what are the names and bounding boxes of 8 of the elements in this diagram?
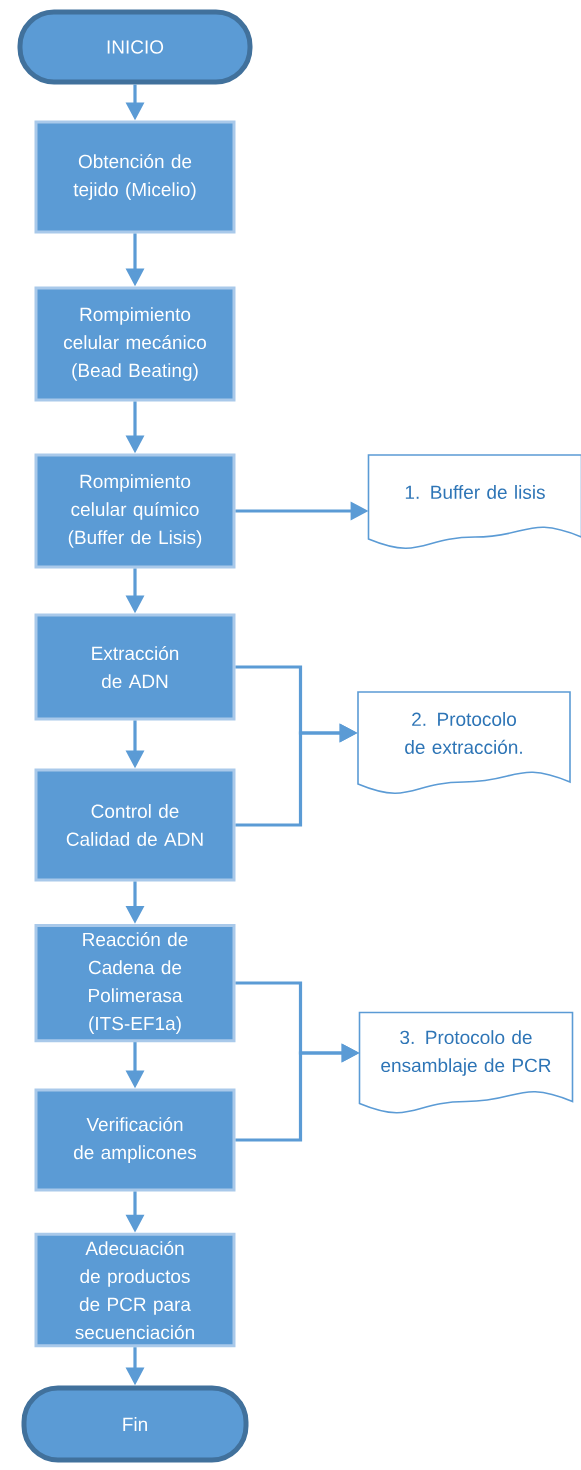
process-box: Verificación de amplicones — [34, 1088, 236, 1192]
process-box: Extracción de ADN — [34, 613, 236, 721]
process-box: Obtención de tejido (Micelio) — [34, 120, 236, 234]
process-box: Control de Calidad de ADN — [34, 768, 236, 882]
process-box: Rompimiento celular mecánico (Bead Beating) — [34, 286, 236, 402]
process-box: Reacción de Cadena de Polimerasa (ITS-EF1a) — [34, 923, 236, 1043]
process-box: Adecuación de productos de PCR para secuenciación — [34, 1232, 236, 1348]
process-box: Rompimiento celular químico (Buffer de Lisis) — [34, 453, 236, 569]
